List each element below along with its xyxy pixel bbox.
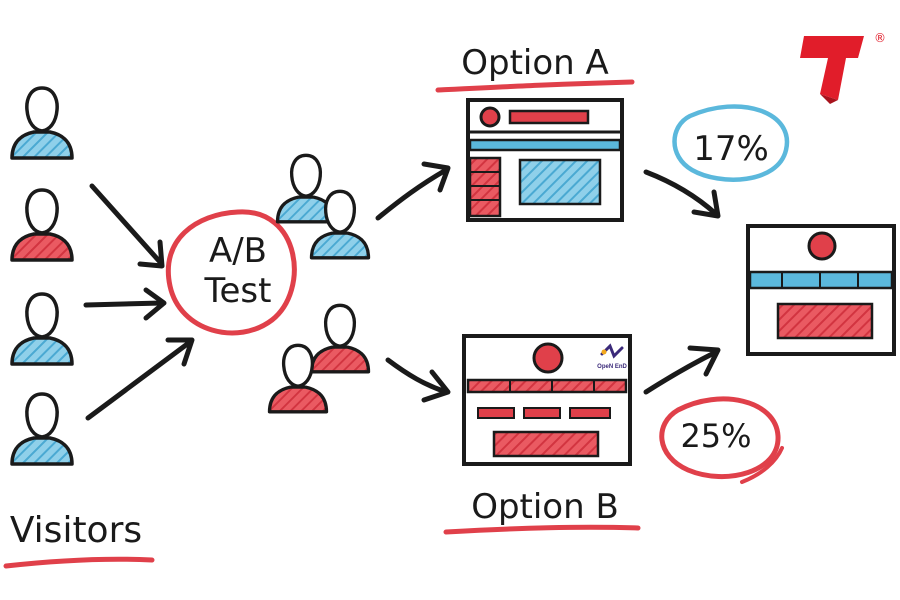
option-a-title-bar — [508, 109, 590, 125]
arrow-to-option-a — [375, 167, 449, 221]
option-a-underline — [435, 79, 635, 93]
brand-t-logo-icon: ® — [800, 31, 886, 104]
head — [289, 153, 323, 198]
option-b-underline — [443, 524, 641, 535]
option-a-logo-dot — [479, 106, 501, 128]
option-b-link-1 — [477, 407, 515, 419]
option-b-cta — [492, 430, 600, 458]
visitor-figure — [10, 188, 74, 262]
arrow-to-option-b — [385, 357, 449, 395]
option-b-link-2 — [523, 407, 561, 419]
shirt — [10, 130, 74, 160]
mini-logo-icon — [600, 343, 624, 359]
shirt — [10, 436, 74, 466]
ab-test-label-line1: A/B — [209, 231, 267, 271]
shirt — [10, 232, 74, 262]
option-b-link-3 — [569, 407, 611, 419]
arrow-b-to-winner — [643, 345, 721, 395]
visitor-figure — [10, 292, 74, 366]
ab-test-label-line2: Test — [204, 271, 272, 311]
arrow-head-1 — [137, 239, 165, 269]
visitors-underline — [3, 556, 155, 569]
option-b-label: Option B — [471, 487, 619, 527]
visitor-column — [10, 86, 74, 466]
option-a-result: 17% — [672, 104, 790, 182]
shirt — [309, 345, 371, 374]
option-b-result: 25% — [659, 396, 784, 484]
head — [25, 86, 59, 133]
ab-test-circle — [165, 209, 297, 336]
arrow-head-b — [421, 369, 451, 403]
ab-test-node: A/B Test — [165, 209, 297, 336]
option-a-percentage: 17% — [693, 129, 769, 169]
visitors-heading: Visitors — [3, 510, 155, 569]
option-b-percentage: 25% — [680, 417, 751, 455]
winner-cta — [776, 302, 874, 340]
shirt — [267, 385, 329, 414]
shirt — [10, 336, 74, 366]
group-a-figure — [275, 153, 337, 224]
option-arrows — [375, 161, 451, 403]
option-a-frame — [466, 98, 624, 222]
visitor-group-a — [275, 153, 371, 260]
option-a-hero — [518, 158, 602, 206]
visitor-arrows — [83, 183, 195, 421]
shirt — [309, 231, 371, 260]
head — [323, 303, 357, 348]
option-b-logo-dot — [532, 342, 564, 374]
group-b-figure — [267, 343, 329, 414]
option-a-heading: Option A — [435, 43, 635, 93]
visitor-group-b — [267, 303, 371, 414]
arrow-visitor-2 — [83, 300, 165, 308]
visitor-figure — [10, 392, 74, 466]
winner-logo-dot — [807, 231, 837, 261]
head — [25, 292, 59, 339]
arrow-head-2 — [143, 287, 167, 321]
arrow-head-3 — [165, 337, 195, 367]
arrow-head-a — [421, 161, 451, 193]
arrow-a-to-winner — [643, 169, 721, 219]
arrow-visitor-3 — [85, 339, 193, 421]
head — [323, 189, 357, 234]
option-b-nav-bar — [466, 378, 628, 394]
registered-mark: ® — [874, 31, 886, 45]
head — [25, 188, 59, 235]
group-b-figure — [309, 303, 371, 374]
option-a-wireframe — [466, 98, 624, 222]
arrow-visitor-1 — [89, 183, 163, 265]
group-a-figure — [309, 189, 371, 260]
visitors-label: Visitors — [10, 510, 142, 551]
option-b-wireframe: OpeN EnD — [462, 334, 632, 466]
winner-wireframe — [746, 224, 896, 356]
head — [281, 343, 315, 388]
option-b-frame — [462, 334, 632, 466]
option-a-label: Option A — [461, 43, 609, 83]
option-b-heading: Option B — [443, 487, 641, 535]
mini-logo-label: OpeN EnD — [597, 364, 627, 370]
visitor-figure — [10, 86, 74, 160]
option-b-result-circle — [659, 396, 781, 479]
head — [25, 392, 59, 439]
option-a-nav-bar — [468, 138, 622, 152]
option-a-result-circle — [672, 104, 790, 182]
winner-frame — [746, 224, 896, 356]
